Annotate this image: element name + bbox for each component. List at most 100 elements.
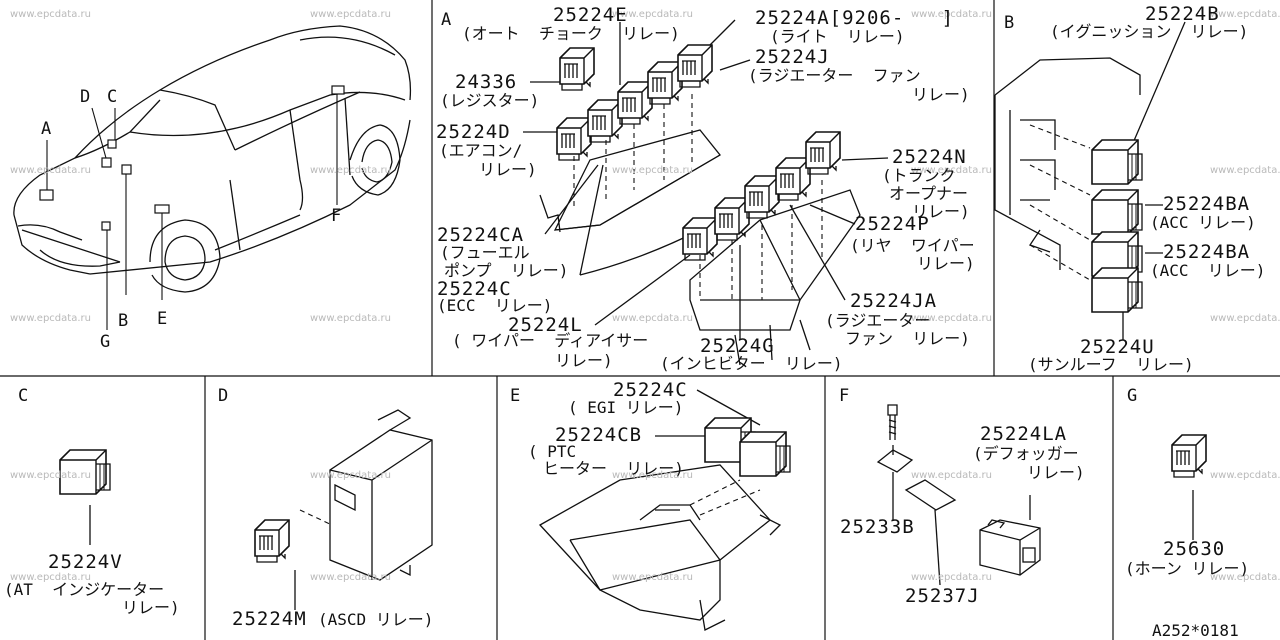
part-desc-25224JA: (ラジエーター [825, 311, 931, 330]
part-number-25224N: 25224N [892, 146, 967, 168]
figure-code: A252*0181 [1152, 621, 1239, 640]
watermark: www.epcdata.ru [911, 470, 992, 481]
watermark: www.epcdata.ru [310, 313, 391, 324]
watermark: www.epcdata.ru [911, 313, 992, 324]
panel-g-title: G [1127, 386, 1138, 406]
part-desc2-25224L: リレー) [555, 351, 613, 370]
part-desc2-25224P: リレー) [917, 254, 975, 273]
panel-e-dashed [689, 479, 761, 516]
part-desc2-25224CB: ヒーター リレー) [543, 459, 684, 478]
watermark: www.epcdata.ru [10, 470, 91, 481]
panel-b-dashed [1029, 124, 1091, 281]
part-number-25237J: 25237J [905, 585, 980, 607]
watermark: www.epcdata.ru [310, 165, 391, 176]
part-desc-25224D: (エアコン/ [439, 141, 523, 160]
watermark: www.epcdata.ru [1210, 572, 1280, 583]
panel-d-dashed [299, 509, 333, 526]
panel-c-drawing [59, 449, 111, 545]
watermark: www.epcdata.ru [911, 9, 992, 20]
callout-a: A [41, 119, 52, 139]
car-illustration [13, 25, 412, 293]
watermark: www.epcdata.ru [1210, 9, 1280, 20]
part-number-25224C-E: 25224C [613, 379, 688, 401]
part-desc-25224C-E: ( EGI リレー) [568, 398, 684, 417]
watermark: www.epcdata.ru [612, 9, 693, 20]
watermark: www.epcdata.ru [911, 572, 992, 583]
part-number-25224L: 25224L [508, 314, 583, 336]
part-desc2-25224JA: ファン リレー) [845, 329, 970, 348]
callout-c: C [107, 87, 118, 107]
part-desc-25224N: (トランク [882, 166, 956, 185]
part-number-25224CA: 25224CA [437, 224, 525, 246]
part-number-25224P: 25224P [855, 213, 930, 235]
part-number-25630: 25630 [1163, 538, 1226, 560]
watermark: www.epcdata.ru [10, 572, 91, 583]
watermark: www.epcdata.ru [1210, 165, 1280, 176]
part-desc-25224U: (サンルーフ リレー) [1028, 355, 1194, 374]
part-number-25224J: 25224J [755, 46, 830, 68]
watermark: www.epcdata.ru [612, 165, 693, 176]
panel-d-title: D [218, 386, 229, 406]
part-desc-25224L: ( ワイパー ディアイサー [452, 331, 649, 350]
part-desc-25224M: (ASCD リレー) [318, 610, 434, 629]
part-desc2-25224V: リレー) [122, 598, 180, 617]
part-number-25224LA: 25224LA [980, 423, 1068, 445]
part-desc2-25224LA: リレー) [1027, 463, 1085, 482]
watermark: www.epcdata.ru [10, 165, 91, 176]
panel-a-dashed-lines [573, 94, 823, 300]
part-desc-25224P: (リヤ ワイパー [850, 236, 975, 255]
panel-e-relays [704, 417, 791, 477]
panel-b-title: B [1004, 13, 1015, 33]
panel-b-relays [1091, 139, 1143, 313]
watermark: www.epcdata.ru [1210, 470, 1280, 481]
part-number-24336: 24336 [455, 71, 518, 93]
part-number-25224CB: 25224CB [555, 424, 643, 446]
part-desc-24336: (レジスター) [440, 91, 540, 110]
callout-b: B [118, 311, 129, 331]
part-desc-25630: (ホーン リレー) [1125, 559, 1250, 578]
part-number-25224BA-1: 25224BA [1163, 193, 1251, 215]
part-number-25224U: 25224U [1080, 336, 1155, 358]
car-leader-lines [46, 94, 338, 330]
panel-f-drawing [876, 404, 1041, 586]
panel-g-drawing [1171, 434, 1207, 540]
watermark: www.epcdata.ru [310, 572, 391, 583]
callout-e: E [157, 309, 168, 329]
part-desc-25224C: (ECC リレー) [437, 296, 553, 315]
part-desc2-25224J: リレー) [912, 85, 970, 104]
callout-d: D [80, 87, 91, 107]
part-number-25233B: 25233B [840, 516, 915, 538]
watermark: www.epcdata.ru [1210, 313, 1280, 324]
part-number-25224JA: 25224JA [850, 290, 938, 312]
watermark: www.epcdata.ru [310, 9, 391, 20]
callout-f: F [331, 206, 342, 226]
part-desc-25224V: (AT インジケーター [4, 580, 165, 599]
panel-f-title: F [839, 386, 850, 406]
part-number-25224B: 25224B [1145, 3, 1220, 25]
part-desc2-25224D: リレー) [479, 160, 537, 179]
panel-e-title: E [510, 386, 521, 406]
part-number-25224M: 25224M [232, 608, 307, 630]
watermark: www.epcdata.ru [612, 470, 693, 481]
panel-d-relay [254, 519, 290, 563]
panel-c-title: C [18, 386, 29, 406]
panel-d-drawing [294, 409, 433, 610]
callout-g: G [100, 332, 111, 352]
part-number-25224A: 25224A[9206- ] [755, 7, 955, 29]
part-desc-25224B: (イグニッション リレー) [1050, 22, 1249, 41]
part-desc-25224CA: (フューエル [440, 243, 530, 262]
part-desc-25224J: (ラジエーター ファン [748, 66, 921, 85]
part-desc-25224CB: ( PTC [528, 442, 577, 461]
panel-a-title: A [441, 10, 452, 30]
watermark: www.epcdata.ru [310, 470, 391, 481]
part-number-25224BA-2: 25224BA [1163, 241, 1251, 263]
part-number-25224V: 25224V [48, 551, 123, 573]
part-desc-25224A: (ライト リレー) [770, 27, 905, 46]
panel-b-drawing [994, 21, 1186, 340]
part-desc2-25224CA: ポンプ リレー) [444, 261, 569, 280]
watermark: www.epcdata.ru [612, 572, 693, 583]
watermark: www.epcdata.ru [10, 9, 91, 20]
part-desc-25224G: (インヒビター リレー) [660, 354, 843, 373]
